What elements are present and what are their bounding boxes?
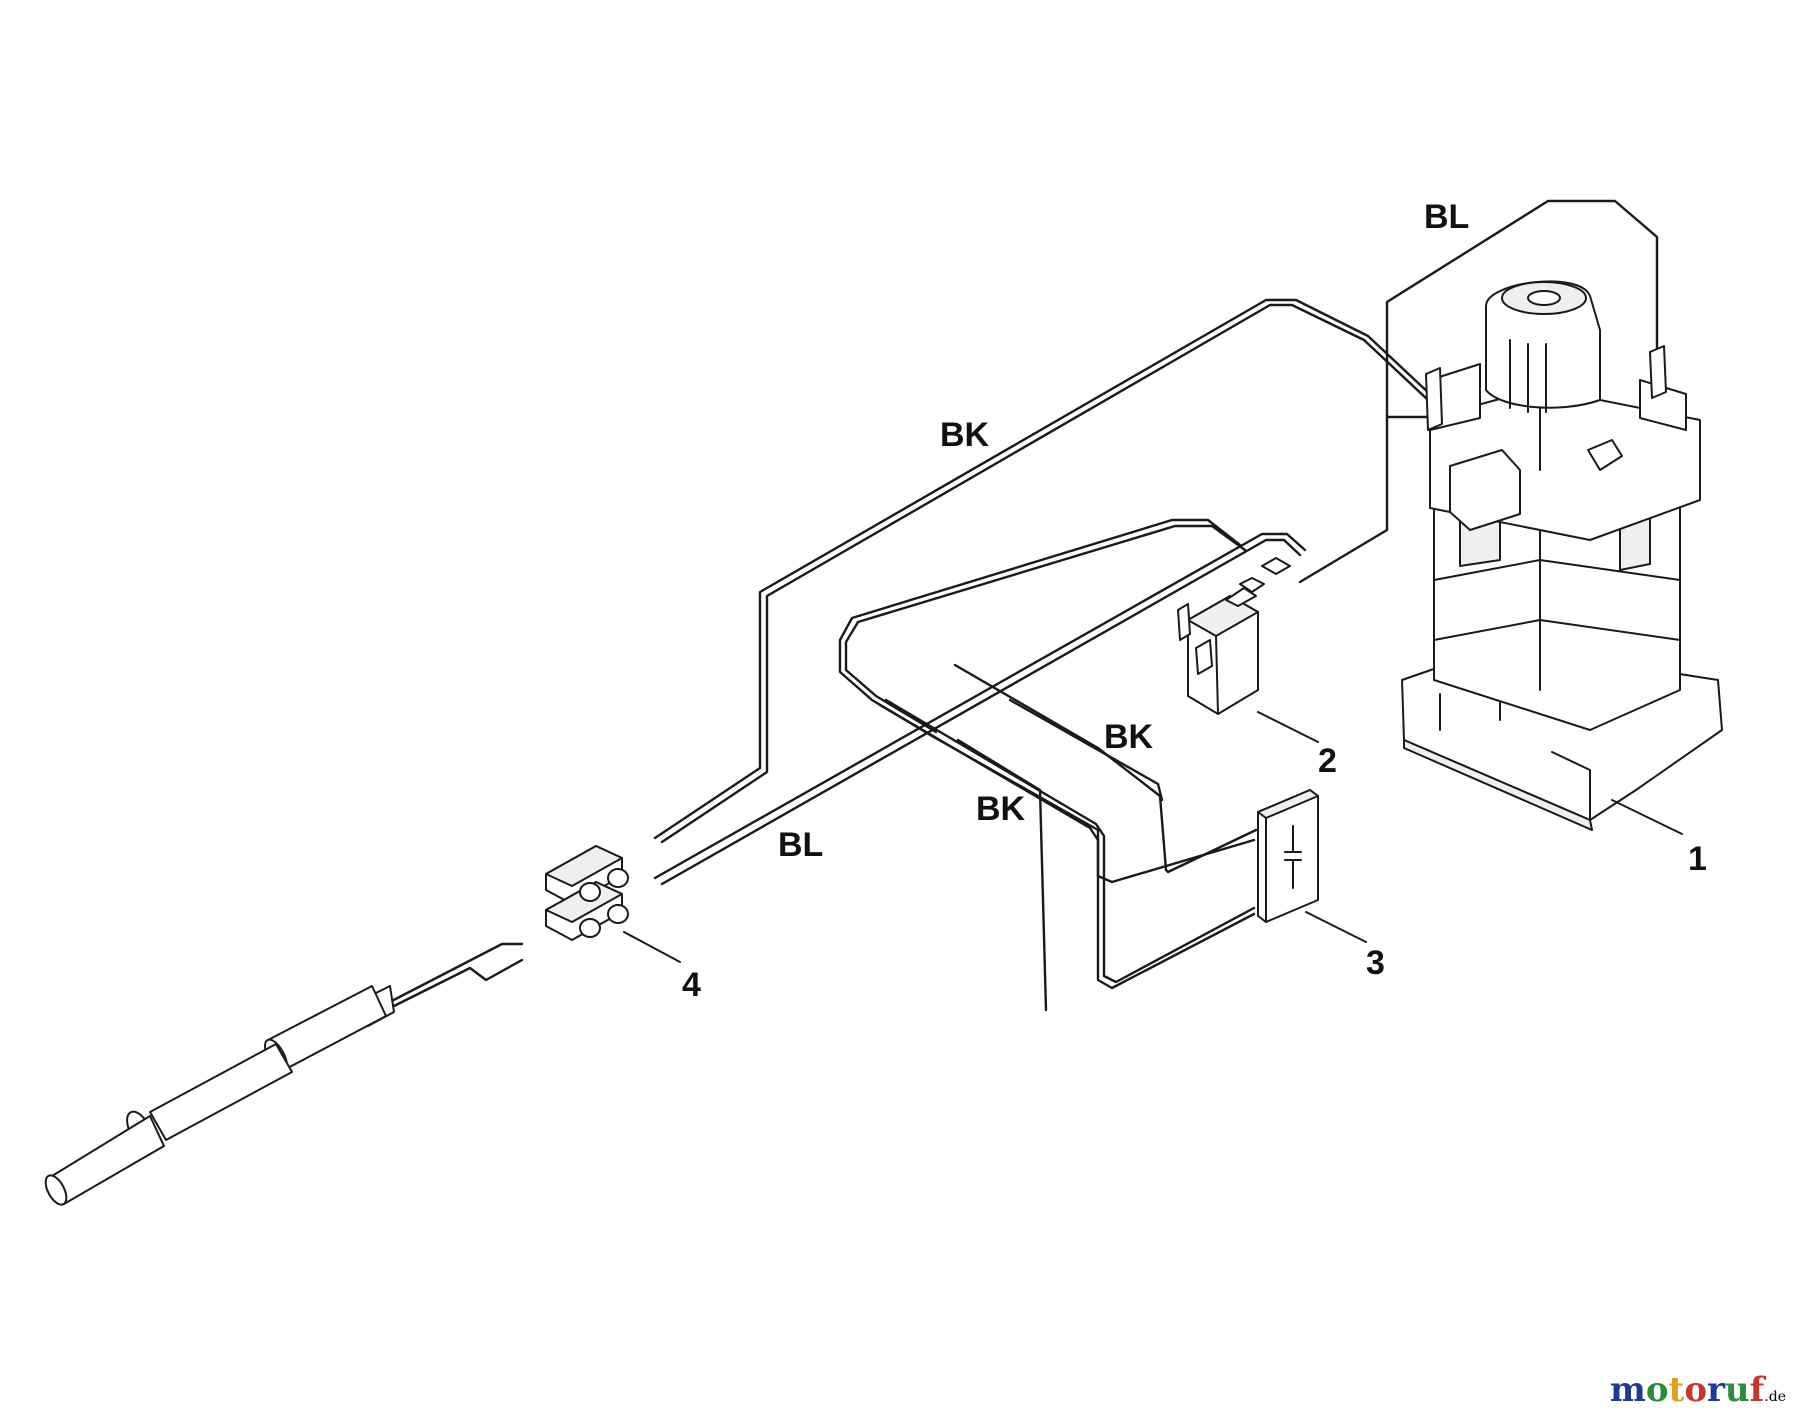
callout-leader-1 (1611, 799, 1683, 835)
watermark-letter: m (1609, 1370, 1646, 1410)
wire-bk-lower (878, 698, 1256, 1012)
callout-4: 4 (682, 966, 701, 1004)
callout-leader-2 (1257, 711, 1319, 743)
watermark-letter: u (1724, 1370, 1750, 1410)
callout-leader-3 (1305, 911, 1367, 943)
watermark-letter: o (1684, 1370, 1707, 1410)
watermark-logo: motoruf.de (1610, 1370, 1786, 1410)
watermark-suffix: .de (1764, 1389, 1786, 1405)
wire-label-bl-lower: BL (778, 826, 823, 864)
wire-bl-top (1298, 194, 1664, 584)
wire-label-bk-mid: BK (1104, 718, 1154, 756)
watermark-letter: r (1707, 1370, 1725, 1410)
capacitor (1257, 789, 1319, 923)
wire-bk-mid (953, 663, 1258, 874)
wire-bk-upper (653, 298, 1434, 844)
watermark-text: motoruf (1610, 1370, 1764, 1410)
wire-label-bk-upper: BK (940, 416, 990, 454)
callout-3: 3 (1366, 944, 1385, 982)
power-cable (44, 942, 524, 1206)
callout-1: 1 (1688, 840, 1707, 878)
watermark-letter: o (1645, 1370, 1669, 1410)
micro-switch (1177, 557, 1291, 715)
callout-2: 2 (1318, 742, 1337, 780)
watermark-letter: t (1668, 1370, 1685, 1410)
motor (1401, 280, 1723, 831)
wire-label-bl-top: BL (1424, 198, 1469, 236)
callout-leader-4 (623, 931, 681, 963)
wire-label-bk-lower: BK (976, 790, 1026, 828)
terminal-block (545, 845, 629, 941)
wire-bl-lower (653, 532, 1307, 886)
watermark-letter: f (1749, 1370, 1765, 1410)
